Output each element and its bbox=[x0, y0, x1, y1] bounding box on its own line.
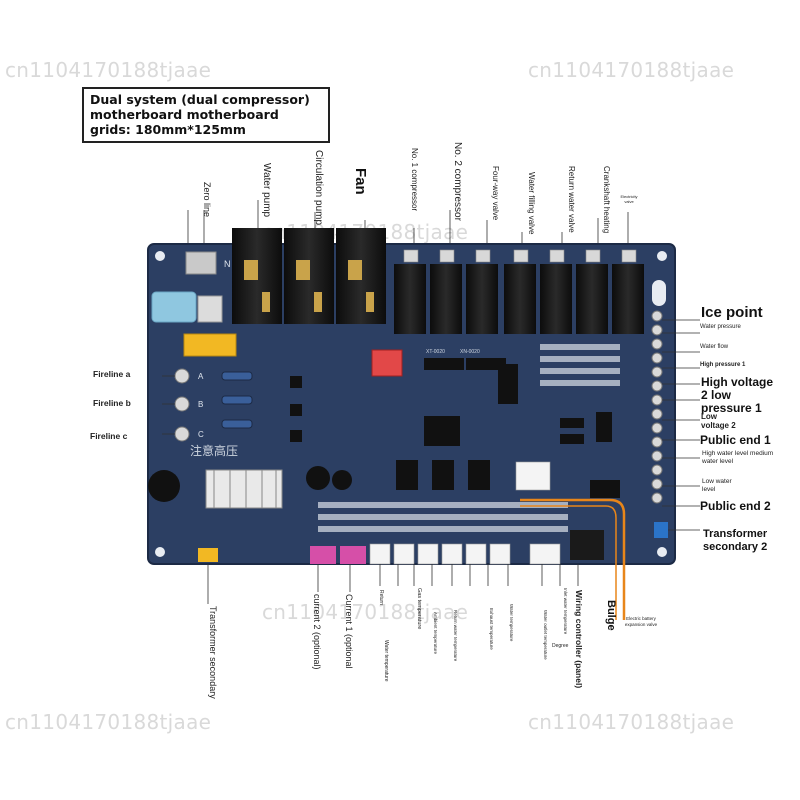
board-chip-2: XN-0020 bbox=[460, 349, 480, 355]
label-transformer-secondary-2: Transformer secondary 2 bbox=[703, 528, 768, 553]
label-degree: Degree bbox=[552, 643, 569, 649]
title-line-2: motherboard motherboard bbox=[90, 107, 279, 122]
label-water-filling-valve: Water filling valve bbox=[527, 172, 536, 235]
label-water-temperature: Water temperature bbox=[383, 640, 389, 682]
label-inlet-water-temperature: Water temperature bbox=[509, 604, 514, 642]
label-fireline-c: Fireline c bbox=[90, 431, 128, 441]
label-low-water-level: Low water level bbox=[702, 478, 732, 493]
label-four-way-valve: Four-way valve bbox=[491, 166, 500, 221]
board-phase-c: C bbox=[198, 430, 204, 439]
title-line-3: grids: 180mm*125mm bbox=[90, 122, 246, 137]
label-ambient-temperature: Ambient temperature bbox=[433, 612, 438, 655]
label-current-1: Current 1 (optional bbox=[344, 594, 354, 669]
watermark: cn1104170188tjaae bbox=[262, 600, 469, 624]
label-bulge: Bulge bbox=[605, 600, 617, 631]
label-no1-compressor: No. 1 compressor bbox=[410, 148, 419, 212]
label-fireline-b: Fireline b bbox=[93, 398, 131, 408]
board-neutral-mark: N bbox=[224, 259, 231, 269]
board-phase-a: A bbox=[198, 372, 204, 381]
mounting-holes bbox=[155, 251, 667, 557]
watermark: cn1104170188tjaae bbox=[5, 710, 212, 734]
label-high-pressure-1: High pressure 1 bbox=[700, 362, 746, 368]
label-circulation-pump: Circulation pump bbox=[313, 150, 324, 226]
label-public-end-1: Public end 1 bbox=[700, 433, 771, 447]
label-transformer-secondary: Transformer secondary bbox=[208, 606, 218, 699]
label-low-voltage-2: Low voltage 2 bbox=[701, 412, 736, 430]
label-exhaust-temperature: Exhaust temperature bbox=[489, 608, 494, 650]
label-zero-line: Zero line bbox=[202, 182, 212, 218]
label-water-pressure: Water pressure bbox=[700, 324, 741, 330]
label-electric-battery-expansion-valve: Electric battery expansion valve bbox=[624, 616, 658, 627]
label-return-water-valve: Return water valve bbox=[567, 166, 576, 233]
power-relays bbox=[232, 228, 386, 324]
label-crankshaft-heating: Crankshaft heating bbox=[602, 166, 611, 234]
label-water-flow: Water flow bbox=[700, 344, 729, 350]
signal-relays bbox=[394, 264, 644, 334]
label-pressure-1: pressure 1 bbox=[701, 401, 762, 415]
watermark: cn1104170188tjaae bbox=[5, 58, 212, 82]
label-gas-temperature: Gas temperature bbox=[416, 588, 422, 630]
label-water-outlet-temperature: Water outlet temperature bbox=[543, 610, 548, 660]
board-phase-b: B bbox=[198, 400, 204, 409]
label-return: Return bbox=[378, 590, 384, 606]
label-high-voltage-2-low: High voltage 2 low bbox=[701, 375, 774, 402]
title-box: Dual system (dual compressor) motherboar… bbox=[82, 87, 330, 143]
board-chip-1: XT-0020 bbox=[426, 349, 445, 355]
label-wiring-controller: Wiring controller (panel) bbox=[574, 590, 584, 689]
label-fan: Fan bbox=[352, 168, 369, 195]
label-water-inlet-temperature: Inlet water temperature bbox=[563, 588, 568, 635]
title-line-1: Dual system (dual compressor) bbox=[90, 92, 310, 107]
label-no2-compressor: No. 2 compressor bbox=[452, 142, 463, 221]
label-fireline-a: Fireline a bbox=[93, 369, 131, 379]
label-current-2: current 2 (optional) bbox=[312, 594, 322, 670]
label-ice-point: Ice point bbox=[701, 304, 763, 321]
label-public-end-2: Public end 2 bbox=[700, 499, 771, 513]
label-water-pump: Water pump bbox=[261, 163, 272, 218]
board-warning-text: 注意高压 bbox=[190, 444, 239, 458]
label-water-level: High water level medium water level bbox=[702, 450, 774, 465]
watermark: cn1104170188tjaae bbox=[528, 58, 735, 82]
watermark: cn1104170188tjaae bbox=[528, 710, 735, 734]
label-return-water-temperature: Return water temperature bbox=[453, 610, 458, 662]
label-electricity-valve: Electricity valve bbox=[620, 194, 638, 204]
